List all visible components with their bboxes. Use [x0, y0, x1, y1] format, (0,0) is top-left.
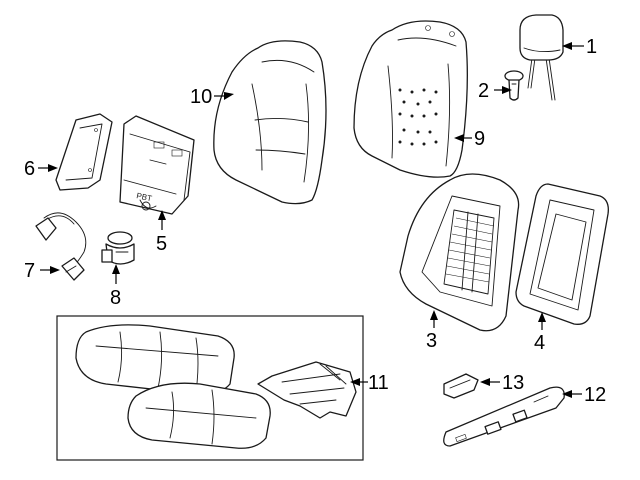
callout-4: 4: [534, 332, 545, 354]
callout-11: 11: [368, 372, 389, 394]
callout-6: 6: [24, 158, 35, 180]
seatback-cover-part: [213, 40, 327, 205]
callout-10: 10: [190, 86, 212, 108]
switch-cover-part: [443, 373, 479, 399]
frame-slats: [445, 211, 495, 293]
callout-9: 9: [474, 128, 485, 150]
wiring-harness-part: [35, 212, 87, 281]
leader-lines: [38, 42, 584, 398]
callout-7: 7: [24, 260, 35, 282]
callout-3: 3: [426, 330, 437, 352]
callout-1: 1: [586, 36, 597, 58]
side-panel-part: [55, 113, 113, 191]
headrest-part: [519, 14, 564, 101]
heater-mat-part: [257, 361, 357, 419]
callout-8: 8: [110, 287, 121, 309]
seat-cushion-pad-part: [127, 382, 271, 449]
callout-13: 13: [502, 372, 524, 394]
headrest-guide-part: [504, 70, 524, 101]
control-module-part: PBT: [119, 115, 195, 215]
seat-cushion-cover-part: [75, 324, 235, 395]
callout-2: 2: [478, 80, 489, 102]
module-marking-text: PBT: [136, 191, 153, 203]
seatback-trim-part: [353, 20, 468, 178]
callout-12: 12: [584, 384, 606, 406]
callout-5: 5: [156, 233, 167, 255]
cushion-group-box: [56, 315, 364, 461]
callout-labels: 1 2 3 4 5 6 7 8 9 10 11 12 13: [24, 36, 606, 406]
backrest-shell-part: [515, 183, 609, 325]
seatback-frame-part: [399, 173, 520, 332]
perforation-pattern: [398, 88, 438, 146]
actuator-part: [101, 231, 135, 265]
seat-switch-panel-part: [443, 386, 565, 447]
